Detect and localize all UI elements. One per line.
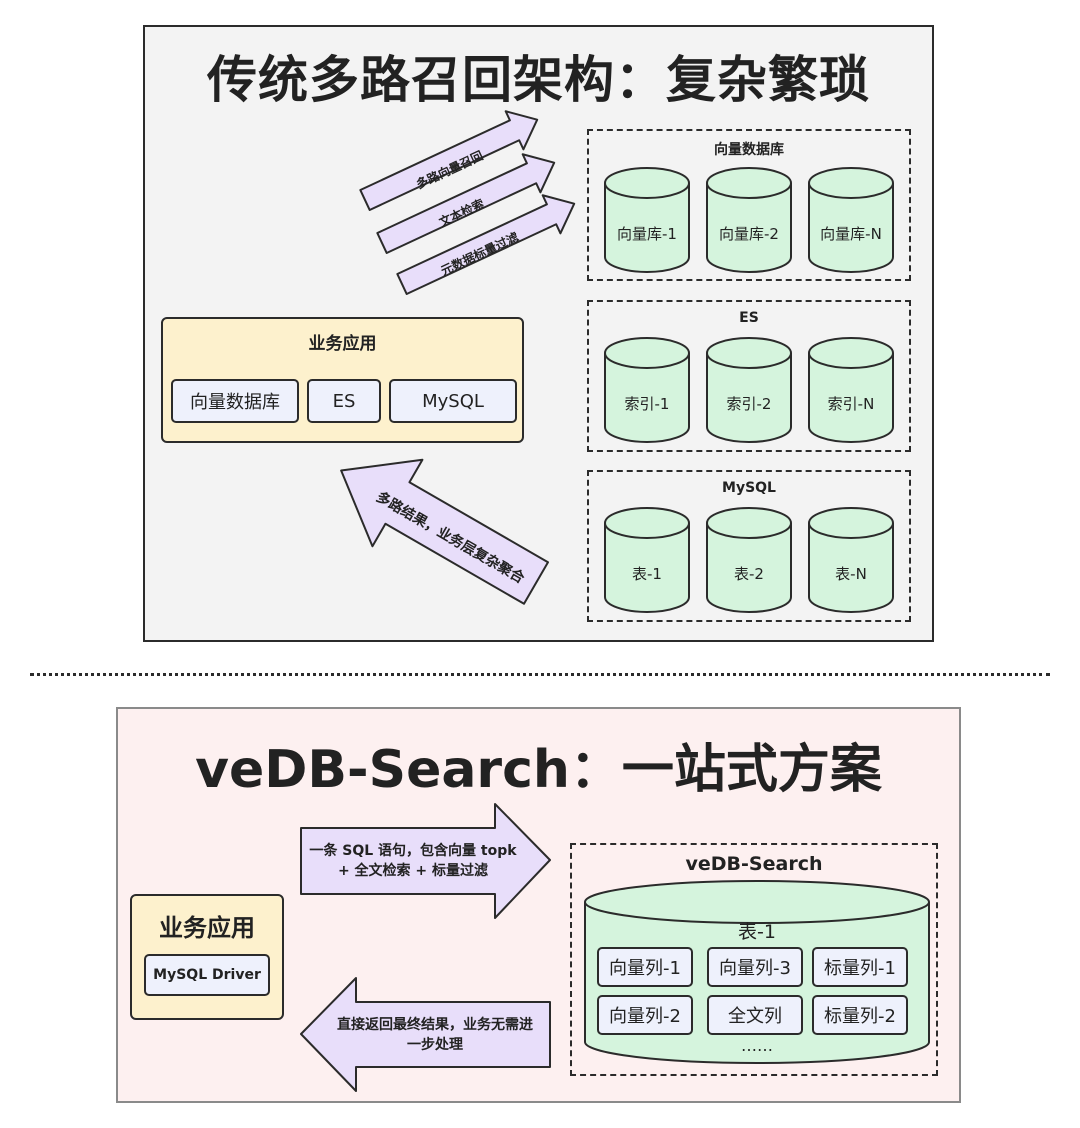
chip-mysql: MySQL [389,379,517,423]
column-vector-1: 向量列-1 [597,947,693,987]
cylinder-vector-db-1: 向量库-1 [604,167,690,273]
cylinder-label: 向量库-2 [719,225,779,243]
cylinder-es-n: 索引-N [808,337,894,443]
group-title-mysql: MySQL [722,480,776,496]
group-title-vector-db: 向量数据库 [714,142,784,158]
cylinder-mysql-2: 表-2 [706,507,792,613]
cylinder-mysql-1: 表-1 [604,507,690,613]
column-scalar-1: 标量列-1 [812,947,908,987]
arrow-text-search [376,153,556,254]
forward-arrow-line1: 一条 SQL 语句，包含向量 topk [309,843,517,859]
vedb-search-group: veDB-Search [570,843,938,1076]
back-arrow-line2: 一步处理 [407,1037,463,1054]
cylinder-vector-db-2: 向量库-2 [706,167,792,273]
business-app-title-bottom: 业务应用 [159,914,255,942]
cylinder-label: 索引-N [827,395,875,413]
group-vector-db: 向量数据库 [587,129,911,281]
cylinder-es-1: 索引-1 [604,337,690,443]
column-ellipsis: …… [741,1036,773,1055]
arrow-metadata-filter [396,194,576,295]
cylinder-vector-db-n: 向量库-N [808,167,894,273]
group-es: ES [587,300,911,452]
group-mysql: MySQL [587,470,911,622]
chip-vector-db: 向量数据库 [171,379,299,423]
column-fulltext: 全文列 [707,995,803,1035]
mysql-driver-chip: MySQL Driver [144,954,270,996]
back-arrow-label: 直接返回最终结果，业务无需进 一步处理 [322,1015,548,1056]
column-vector-2: 向量列-2 [597,995,693,1035]
cylinder-label: 索引-1 [624,395,670,413]
cylinder-label: 向量库-1 [617,225,677,243]
cylinder-label: 表-N [835,565,867,583]
section-divider [30,673,1050,676]
vedb-table-cylinder: 表-1 向量列-1 向量列-3 标量列-1 向量列-2 全文列 标量列-2 …… [584,880,930,1066]
vedb-table-title: 表-1 [738,921,776,943]
forward-arrow-line2: + 全文检索 + 标量过滤 [337,863,489,880]
vedb-title: veDB-Search：一站式方案 [195,740,882,800]
business-app-box-bottom: 业务应用 MySQL Driver [130,894,284,1020]
column-vector-3: 向量列-3 [707,947,803,987]
cylinder-label: 表-1 [632,565,662,583]
forward-arrow-label: 一条 SQL 语句，包含向量 topk + 全文检索 + 标量过滤 [300,841,526,882]
cylinder-label: 向量库-N [820,225,882,243]
request-arrows [359,110,576,295]
business-app-box: 业务应用 向量数据库 ES MySQL [161,317,524,443]
chip-es: ES [307,379,381,423]
aggregate-return-arrow [340,458,549,605]
forward-arrow [300,803,551,919]
column-scalar-2: 标量列-2 [812,995,908,1035]
cylinder-label: 索引-2 [726,395,772,413]
group-title-es: ES [739,310,759,326]
traditional-title: 传统多路召回架构：复杂繁琐 [207,51,870,109]
back-arrow-line1: 直接返回最终结果，业务无需进 [337,1017,533,1033]
cylinder-mysql-n: 表-N [808,507,894,613]
back-arrow [300,977,551,1092]
vedb-search-title: veDB-Search [685,853,823,875]
cylinder-label: 表-2 [734,565,764,583]
cylinder-es-2: 索引-2 [706,337,792,443]
business-app-title: 业务应用 [308,334,377,354]
arrow-multi-vector-recall [359,110,539,211]
